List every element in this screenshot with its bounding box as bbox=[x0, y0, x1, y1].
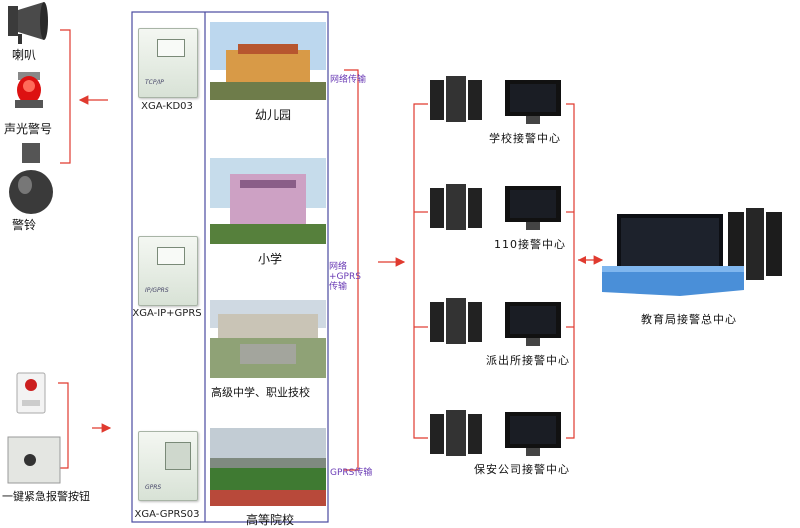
center-school-label: 学校接警中心 bbox=[489, 132, 561, 145]
hq-label: 教育局接警总中心 bbox=[641, 313, 737, 326]
siren-label: 声光警号 bbox=[4, 122, 53, 136]
university-photo bbox=[210, 428, 326, 506]
center-110-label: 110接警中心 bbox=[494, 238, 566, 251]
computer-icon-1 bbox=[430, 76, 561, 124]
school-primary-label: 小学 bbox=[258, 252, 283, 266]
computer-icon-3 bbox=[430, 298, 561, 346]
site-frame bbox=[131, 11, 329, 523]
kindergarten-photo bbox=[210, 22, 326, 100]
device-kd03-label: XGA-KD03 bbox=[141, 101, 193, 112]
center-security-label: 保安公司接警中心 bbox=[474, 463, 570, 476]
device-gprs03: GPRS bbox=[138, 431, 198, 501]
link-network-gprs-label: 网络+GPRS 传输 bbox=[329, 262, 361, 292]
center-police-label: 派出所接警中心 bbox=[486, 354, 570, 367]
primary-school-photo bbox=[210, 158, 326, 244]
high-school-photo bbox=[210, 300, 326, 378]
device-gprs03-label: XGA-GPRS03 bbox=[134, 509, 200, 520]
emergency-button-icon bbox=[7, 372, 61, 484]
computer-icon-4 bbox=[430, 410, 561, 456]
bell-label: 警铃 bbox=[12, 218, 37, 232]
siren-light-icon bbox=[15, 72, 43, 108]
school-high-label: 高级中学、职业技校 bbox=[211, 386, 310, 399]
horn-icon bbox=[8, 2, 48, 44]
computer-icon-2 bbox=[430, 184, 561, 230]
device-ip-gprs-label: XGA-IP+GPRS bbox=[132, 308, 202, 319]
bell-icon bbox=[9, 143, 53, 214]
hq-control-room-icon bbox=[602, 208, 782, 296]
horn-label: 喇叭 bbox=[12, 48, 37, 62]
device-kd03: TCP/IP bbox=[138, 28, 198, 98]
button-label: 一键紧急报警按钮 bbox=[2, 490, 90, 503]
school-kindergarten-label: 幼儿园 bbox=[255, 108, 292, 122]
link-gprs-label: GPRS传输 bbox=[330, 468, 373, 478]
device-ip-gprs: IP/GPRS bbox=[138, 236, 198, 306]
link-network-label: 网络传输 bbox=[330, 75, 367, 85]
